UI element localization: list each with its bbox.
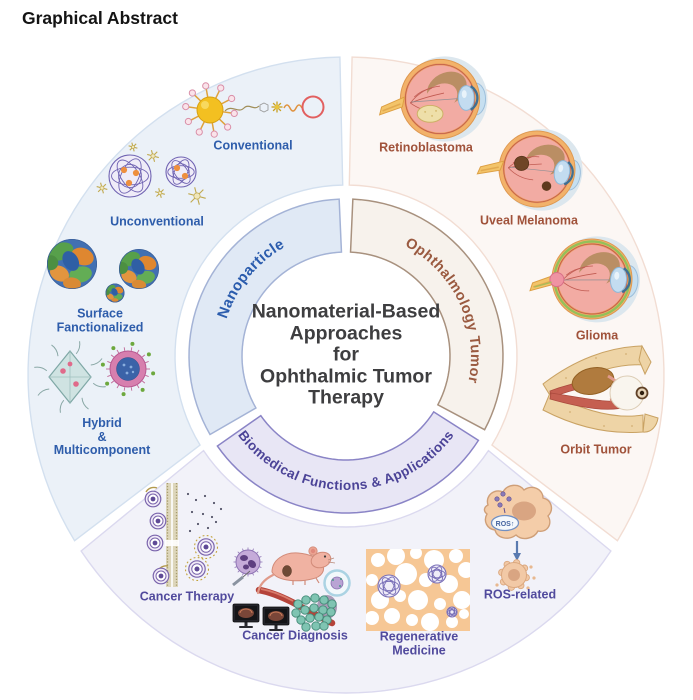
tissue-scaffold-icon — [366, 549, 470, 631]
label-conventional: Conventional — [213, 138, 293, 153]
biomedical-ring-band — [216, 410, 480, 514]
glioma-eye-icon — [529, 236, 640, 323]
label-uveal-melanoma: Uveal Melanoma — [480, 213, 578, 228]
label-retinoblastoma: Retinoblastoma — [379, 140, 473, 155]
uveal-melanoma-eye-icon — [476, 128, 583, 211]
ros-cell-apoptosis-icon: ROS↑ — [483, 484, 553, 591]
cell-membrane-drug-delivery-icon — [144, 483, 223, 587]
mouse-imaging-diagnosis-icon — [232, 546, 351, 632]
label-unconventional: Unconventional — [110, 214, 204, 229]
label-cancer-diagnosis: Cancer Diagnosis — [242, 628, 348, 643]
center-title: Nanomaterial-Based Approaches for Ophtha… — [251, 300, 441, 409]
label-orbit-tumor: Orbit Tumor — [560, 442, 632, 457]
page-title: Graphical Abstract — [22, 8, 178, 28]
retinoblastoma-eye-icon — [378, 56, 488, 142]
polymer-nanosphere-icon — [96, 142, 206, 205]
orbit-tumor-icon — [542, 344, 659, 434]
label-ros-related: ROS-related — [483, 587, 557, 602]
hybrid-multicomponent-icon — [34, 341, 156, 413]
biomedical-sector-panel — [80, 449, 612, 694]
ros-badge: ROS↑ — [496, 521, 515, 528]
nanoparticle-sector-panel — [27, 56, 344, 542]
label-cancer-therapy: Cancer Therapy — [139, 589, 235, 604]
surface-functionalized-nanosphere-icon — [47, 238, 160, 303]
nanoparticle-ring-band — [188, 198, 343, 436]
gold-nanoparticle-conjugate-icon — [182, 82, 325, 138]
label-hybrid-multicomponent: Hybrid&Multicomponent — [53, 415, 151, 457]
center-circle — [243, 253, 449, 459]
ophthalmology-ring-band — [349, 198, 504, 431]
label-glioma: Glioma — [575, 328, 619, 343]
